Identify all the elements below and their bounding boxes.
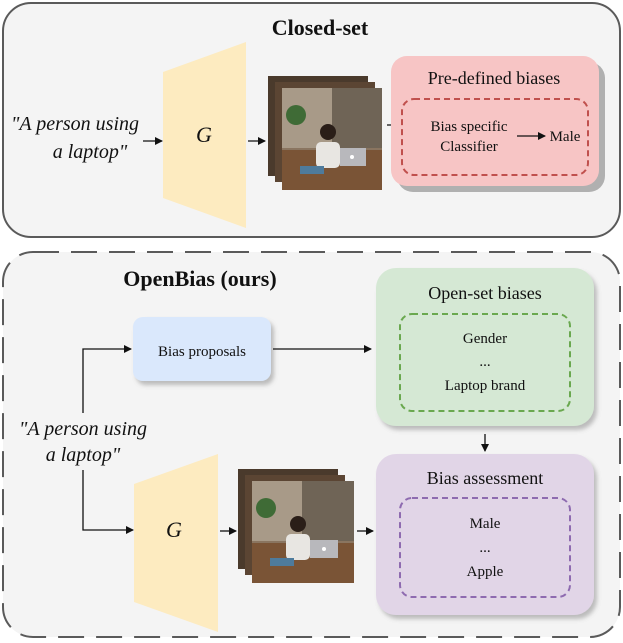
bias-assessment-box xyxy=(376,454,594,615)
open-prompt-line2: a laptop" xyxy=(46,444,121,466)
prompt-to-generator-arrow xyxy=(82,470,134,534)
open-prompt-line1: "A person using xyxy=(19,418,147,440)
openbias-panel: OpenBias (ours) Bias proposals "A person… xyxy=(2,251,621,638)
openbias-title: OpenBias (ours) xyxy=(123,266,276,291)
closed-set-panel: Closed-set "A person using a laptop" G xyxy=(2,2,621,238)
closed-generator-shape xyxy=(163,42,246,228)
assessment-item: Apple xyxy=(467,564,504,580)
open-generated-images xyxy=(238,469,354,583)
assessment-dashed-region xyxy=(399,497,571,598)
open-set-item: ... xyxy=(479,354,490,370)
closed-output-label: Male xyxy=(550,129,581,145)
open-set-biases-box xyxy=(376,268,594,426)
classifier-label-line2: Classifier xyxy=(440,139,498,155)
open-set-item: Gender xyxy=(463,331,507,347)
predefined-biases-dashed-region xyxy=(401,98,589,176)
assessment-item: ... xyxy=(479,540,490,556)
predefined-biases-box xyxy=(391,56,599,186)
bias-assessment-title: Bias assessment xyxy=(427,468,544,488)
open-generator-label: G xyxy=(166,517,182,542)
classifier-label-line1: Bias specific xyxy=(430,119,507,135)
open-set-item: Laptop brand xyxy=(445,378,526,394)
closed-generated-images xyxy=(268,76,382,190)
predefined-biases-title: Pre-defined biases xyxy=(428,68,560,88)
prompt-to-proposals-arrow xyxy=(82,345,132,413)
bias-proposals-label: Bias proposals xyxy=(158,344,246,360)
open-generator-shape xyxy=(134,454,218,632)
closed-photo xyxy=(282,88,382,190)
closed-prompt-line1: "A person using xyxy=(11,113,139,135)
closed-prompt-line2: a laptop" xyxy=(53,141,128,163)
open-photo xyxy=(252,481,354,583)
open-set-dashed-region xyxy=(399,313,571,412)
closed-generator-label: G xyxy=(196,122,212,147)
bias-proposals-box xyxy=(133,317,271,381)
assessment-item: Male xyxy=(470,516,501,532)
open-set-title: Open-set biases xyxy=(428,283,541,303)
closed-set-title: Closed-set xyxy=(272,15,369,40)
